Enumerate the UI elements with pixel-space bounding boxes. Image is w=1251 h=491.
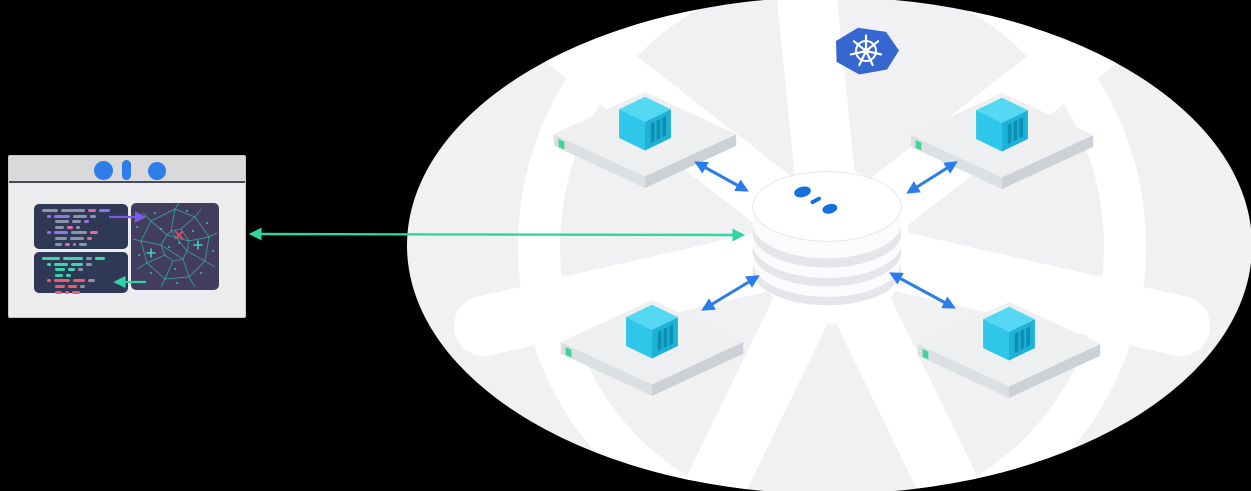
code-token (47, 279, 51, 283)
code-token (88, 209, 96, 212)
node-top-left (549, 83, 741, 194)
code-token (70, 236, 84, 240)
code-line (42, 242, 120, 246)
code-line (42, 220, 120, 224)
code-line (42, 262, 120, 266)
code-token (61, 209, 85, 212)
node-bottom-right (913, 293, 1105, 404)
node-status-led (558, 138, 565, 150)
code-window (8, 155, 246, 318)
window-control-circle-icon (148, 162, 166, 180)
control-plane-stack (747, 163, 907, 313)
code-token (73, 279, 85, 283)
code-token (55, 242, 62, 246)
code-token (42, 257, 60, 260)
code-token (73, 214, 87, 218)
code-token (86, 262, 92, 266)
kubernetes-logo-icon (830, 24, 902, 78)
error-marker-icon (174, 230, 184, 240)
code-token (54, 231, 68, 235)
code-token (87, 236, 92, 240)
code-token (73, 242, 76, 246)
network-graph-icon (132, 203, 218, 288)
code-token (65, 242, 70, 246)
isometric-node-icon (910, 92, 1094, 189)
node-status-led (922, 348, 929, 360)
code-token (42, 209, 58, 212)
diff-panel-bottom (34, 252, 128, 294)
code-token (86, 257, 92, 260)
code-token (47, 262, 51, 266)
code-token (55, 268, 65, 272)
code-token (79, 242, 87, 246)
code-token (72, 220, 81, 224)
code-token (54, 214, 70, 218)
isometric-node-icon (553, 91, 737, 188)
code-token (78, 268, 83, 272)
code-line (42, 231, 120, 235)
window-control-circle-icon (94, 161, 113, 180)
container-cube-icon (619, 96, 671, 151)
service-mesh-graph-panel (131, 203, 219, 290)
code-line (42, 209, 120, 212)
code-token (68, 268, 75, 272)
code-token (47, 214, 51, 218)
container-cube-icon (976, 97, 1028, 152)
code-token (63, 257, 83, 260)
code-token (67, 225, 73, 229)
code-token (99, 209, 110, 212)
code-token (72, 290, 80, 294)
isometric-node-icon (560, 299, 744, 396)
code-token (55, 273, 63, 277)
code-token (90, 214, 96, 218)
node-status-led (915, 139, 922, 151)
node-top-right (906, 84, 1098, 195)
code-token (54, 279, 70, 283)
window-titlebar (9, 156, 245, 183)
code-token (55, 290, 62, 294)
code-token (68, 284, 77, 288)
code-token (55, 225, 64, 229)
node-marker-icon (146, 240, 203, 258)
diff-panel-top (34, 204, 128, 249)
window-control-pill-icon (122, 160, 131, 180)
code-line (42, 257, 120, 260)
code-token (95, 257, 105, 260)
code-line (42, 290, 120, 294)
isometric-node-icon (917, 301, 1101, 398)
code-token (55, 220, 69, 224)
code-line (42, 214, 120, 218)
code-token (55, 284, 65, 288)
code-token (71, 231, 87, 235)
code-token (66, 273, 71, 277)
code-token (88, 279, 95, 283)
container-cube-icon (626, 304, 678, 359)
code-token (76, 225, 80, 229)
sync-dots-icon (794, 186, 838, 214)
code-line (42, 273, 120, 277)
node-bottom-left (556, 291, 748, 402)
code-line (42, 284, 120, 288)
code-token (84, 220, 89, 224)
code-token (55, 236, 67, 240)
code-line (42, 268, 120, 272)
code-token (71, 262, 83, 266)
code-token (47, 231, 51, 235)
code-token (90, 231, 98, 235)
code-token (80, 284, 85, 288)
code-line (42, 225, 120, 229)
node-status-led (565, 346, 572, 358)
code-token (54, 262, 68, 266)
code-line (42, 279, 120, 283)
code-line (42, 236, 120, 240)
code-token (65, 290, 69, 294)
